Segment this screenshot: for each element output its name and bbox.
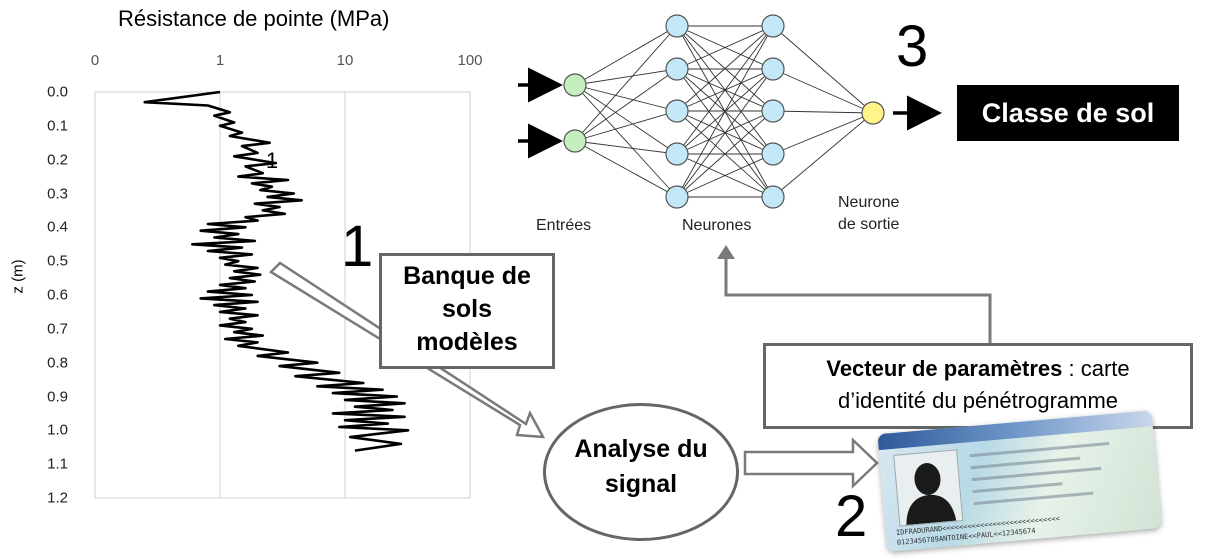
network-nodes [563,14,885,209]
network-connection [772,112,874,198]
vector-to-network-line [724,257,992,343]
input-node [563,129,587,153]
y-tick-label: 0.0 [47,83,68,101]
network-connection [772,110,874,114]
output-label-1: Neurone [838,194,900,211]
y-tick-label: 1.2 [47,489,68,507]
step-number-1: 1 [341,214,374,279]
signal-analysis-circle: Analyse du signal [543,403,739,541]
network-connection [574,25,678,142]
network-connection [574,68,678,142]
network-connection [676,68,774,198]
x-tick-label: 10 [336,52,354,69]
network-connection [574,84,678,198]
network-connection [676,110,774,198]
step-number-2: 2 [835,484,868,549]
y-tick-label: 0.9 [47,388,68,405]
network-connection [676,25,774,112]
y-tick-label: 0.4 [47,218,68,236]
bank-line-3: modèles [416,328,518,356]
output-node [861,101,885,125]
hidden-node-layer2 [761,14,785,38]
hidden-node-layer1 [665,57,689,81]
bank-line-2: sols [441,295,493,323]
network-connection [574,84,678,155]
network-connection [574,140,678,155]
vector-text-2: d’identité du pénétrogramme [837,387,1119,413]
network-connection [676,25,774,155]
y-tick-label: 0.3 [47,185,68,202]
inputs-label: Entrées [536,217,592,234]
y-tick-label: 1.0 [47,421,68,439]
vector-title: Vecteur de paramètres [826,356,1063,381]
hidden-node-layer2 [761,57,785,81]
y-tick-label: 0.6 [47,286,68,304]
network-connection [676,25,774,70]
network-connection [772,112,874,155]
network-connection [574,25,678,86]
network-connection [676,153,774,198]
vector-to-network-arrowhead [717,245,735,259]
network-connections [574,25,874,198]
neurons-label: Neurones [682,217,752,234]
hidden-node-layer2 [761,185,785,209]
y-tick-label: 0.8 [47,354,68,372]
network-connection [574,140,678,198]
x-tick-label: 0 [90,52,100,69]
signal-line-1: Analyse du [574,435,708,463]
network-connection [574,110,678,142]
y-tick-label: 0.7 [47,320,68,338]
hidden-node-layer1 [665,142,689,166]
hidden-node-layer2 [761,99,785,123]
y-tick-label: 1.1 [47,455,68,473]
network-connection [574,84,678,112]
input-node [563,73,587,97]
output-label-2: de sortie [838,215,900,233]
network-connection [574,68,678,86]
hidden-node-layer1 [665,99,689,123]
y-tick-label: 0.1 [47,117,68,135]
x-tick-label-overlay: 1 [265,148,279,173]
hidden-node-layer1 [665,185,689,209]
model-soil-bank-box: Banque de sols modèles [379,253,555,369]
chart-title: Résistance de pointe (MPa) [118,6,390,31]
network-connection [676,25,774,198]
network-connection [772,25,874,114]
hidden-node-layer1 [665,14,689,38]
soil-class-box: Classe de sol [957,85,1179,141]
step-number-3: 3 [896,14,929,79]
output-neuron-label: Neurone de sortie [838,192,899,235]
y-tick-label: 0.2 [47,151,68,169]
vector-text-1: : carte [1062,356,1130,381]
cpt-profile-line [143,90,410,452]
x-tick-label: 100 [457,52,483,69]
y-tick-label: 0.5 [47,252,68,270]
id-card-image: IDFRADURAND<<<<<<<<<<<<<<<<<<<<<<<<<<<< … [877,410,1162,552]
analysis-to-card-arrow [743,437,879,489]
network-connection [772,68,874,114]
signal-line-2: signal [604,470,678,498]
x-tick-label: 1 [215,52,225,69]
hidden-node-layer2 [761,142,785,166]
bank-line-1: Banque de [403,262,531,290]
